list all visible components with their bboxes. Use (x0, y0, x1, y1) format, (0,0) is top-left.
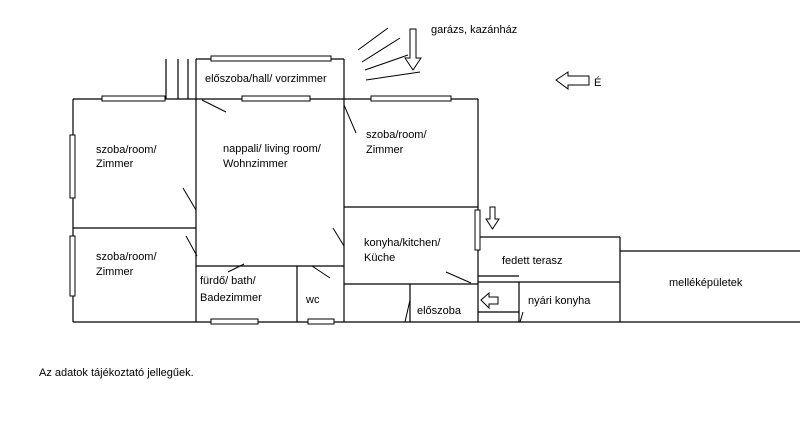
garage-label: garázs, kazánház (431, 24, 517, 36)
walls (72, 58, 800, 323)
kitchen-label-1: konyha/kitchen/ (364, 237, 441, 249)
room-bottom-left-label-2: Zimmer (96, 266, 134, 278)
room-right-label-1: szoba/room/ (366, 129, 427, 141)
arrow-down-icon (485, 206, 500, 230)
entry-label: előszoba (417, 305, 462, 317)
doors (182, 99, 524, 323)
arrow-left-icon (480, 291, 499, 310)
arrow-left-icon (555, 71, 590, 90)
bath-label-2: Badezimmer (200, 292, 262, 304)
disclaimer-note: Az adatok tájékoztató jellegűek. (39, 367, 194, 379)
room-top-left-label-2: Zimmer (96, 158, 134, 170)
room-top-left-label-1: szoba/room/ (96, 144, 157, 156)
garage-indicator (357, 27, 422, 81)
room-right-label-2: Zimmer (366, 144, 404, 156)
living-room-label-2: Wohnzimmer (223, 158, 288, 170)
summer-kitchen-label: nyári konyha (528, 295, 591, 307)
outbuildings-label: melléképületek (669, 277, 743, 289)
living-room-label-1: nappali/ living room/ (223, 143, 322, 155)
north-label: É (594, 76, 601, 89)
arrow-down-icon (404, 28, 422, 71)
wc-label: wc (305, 294, 320, 306)
kitchen-label-2: Küche (364, 252, 395, 264)
windows (69, 55, 481, 325)
room-bottom-left-label-1: szoba/room/ (96, 251, 157, 263)
terrace-label: fedett terasz (502, 255, 563, 267)
hall-label: előszoba/hall/ vorzimmer (205, 73, 327, 85)
bath-label-1: fürdő/ bath/ (200, 275, 257, 287)
